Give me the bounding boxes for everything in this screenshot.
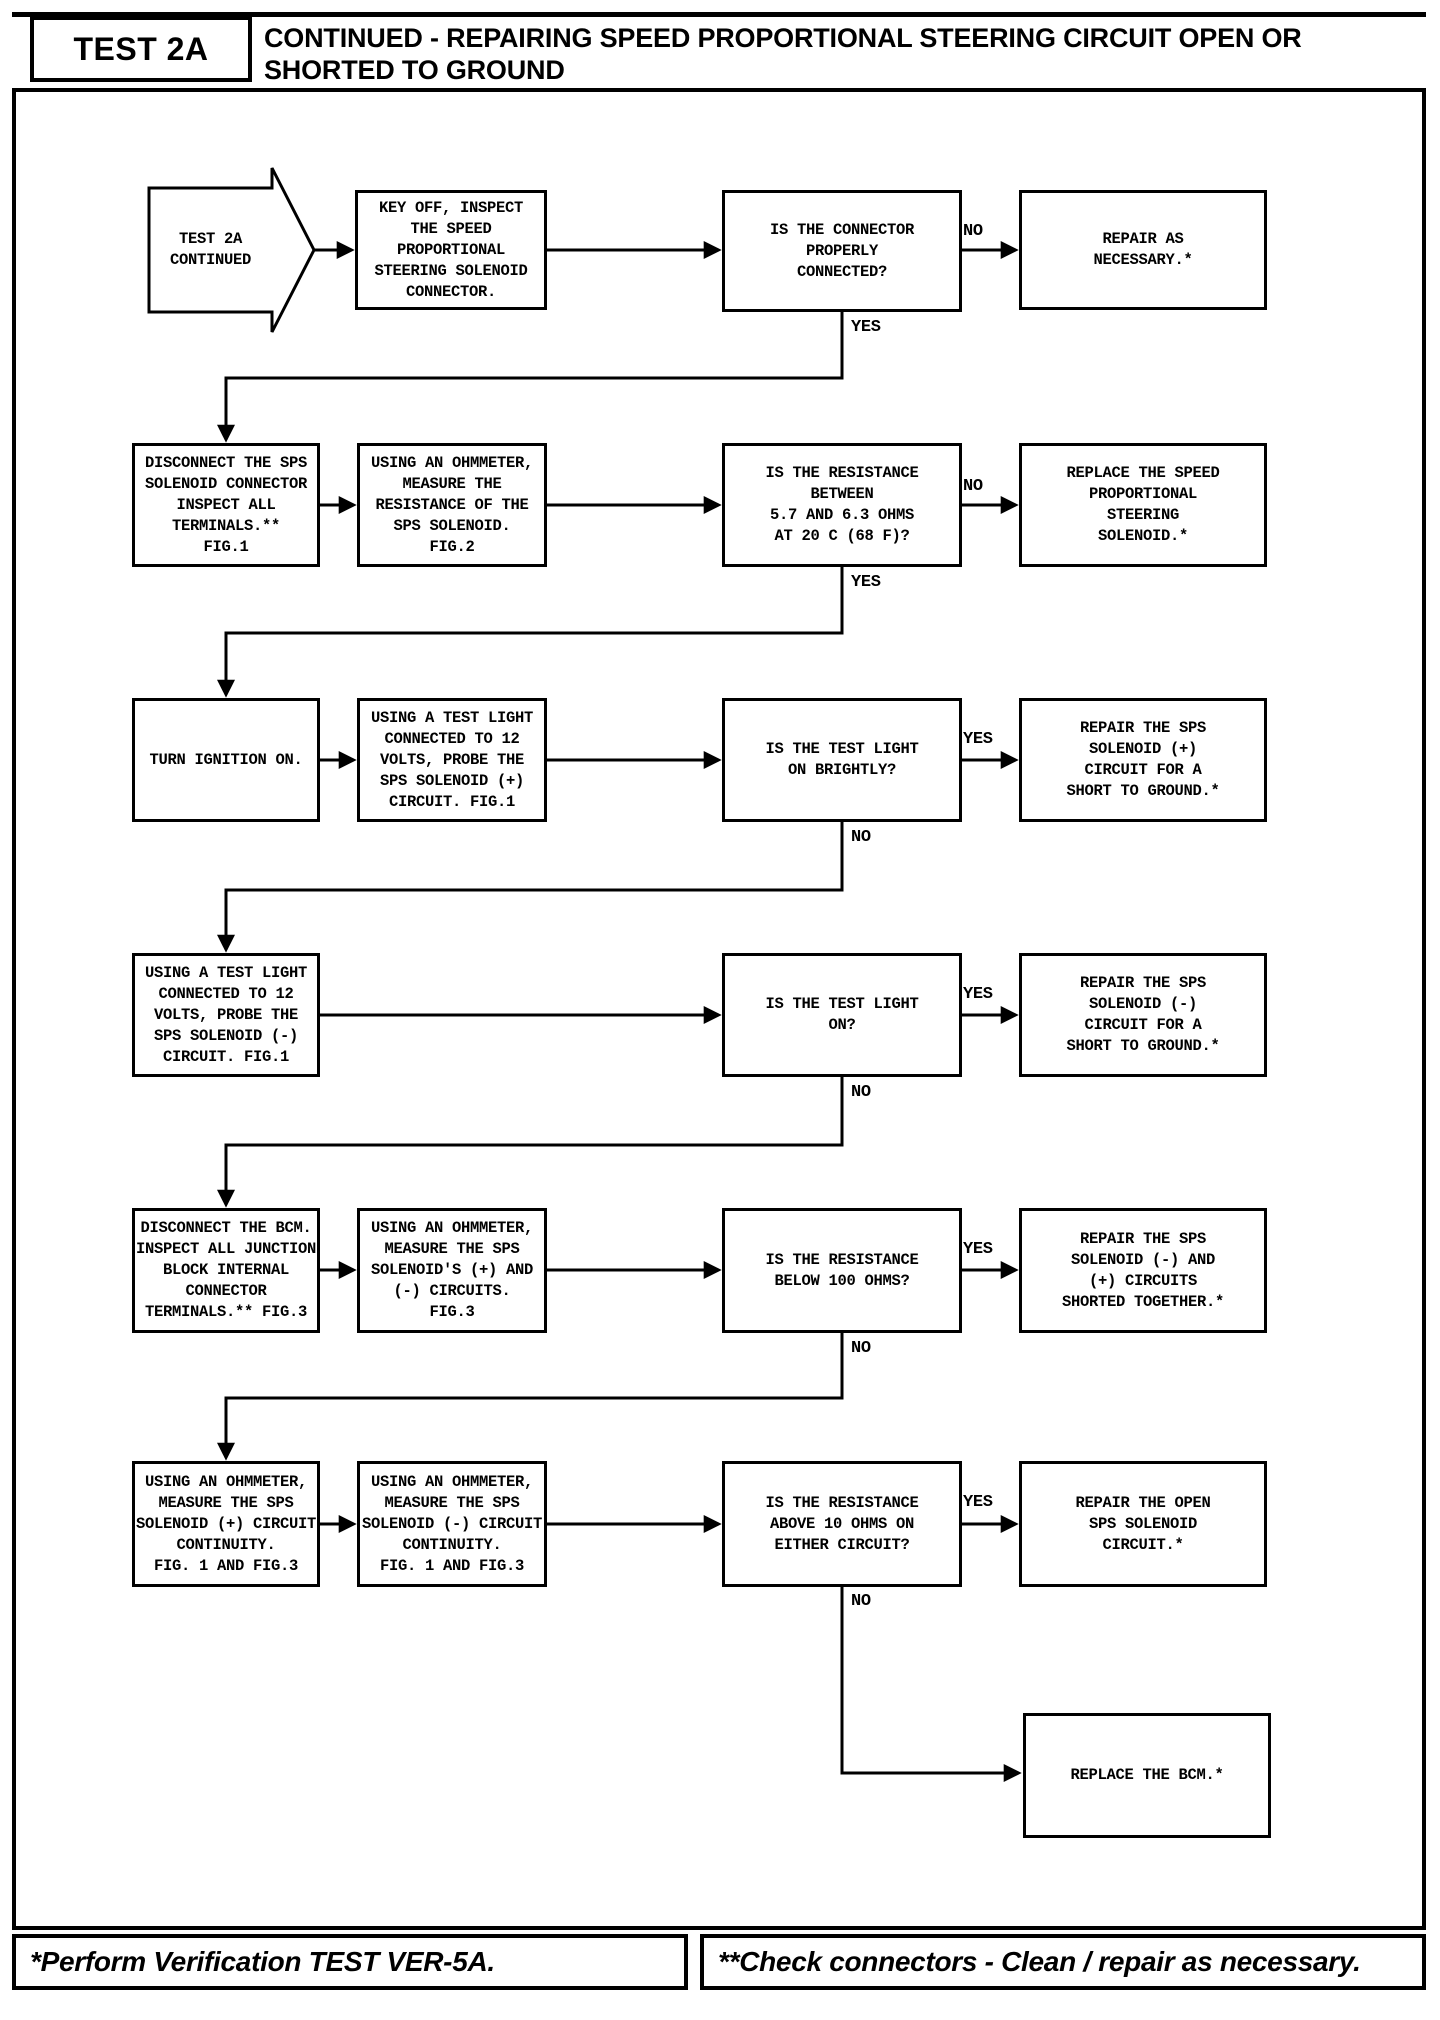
edge-label-no: NO: [963, 477, 983, 496]
edge-label-yes: YES: [851, 573, 881, 592]
footnote-connectors-text: **Check connectors - Clean / repair as n…: [718, 1946, 1361, 1977]
flow-node-replace-bcm: REPLACE THE BCM.*: [1023, 1713, 1271, 1838]
flow-node-disconnect-bcm: DISCONNECT THE BCM. INSPECT ALL JUNCTION…: [132, 1208, 320, 1333]
test-id-box: TEST 2A: [30, 16, 252, 82]
flow-node-text: IS THE RESISTANCE BETWEEN 5.7 AND 6.3 OH…: [765, 464, 919, 545]
flow-node-q-below-100-ohms: IS THE RESISTANCE BELOW 100 OHMS?: [722, 1208, 962, 1333]
flow-node-disconnect-sps: DISCONNECT THE SPS SOLENOID CONNECTOR IN…: [132, 443, 320, 567]
flow-node-text: REPAIR AS NECESSARY.*: [1093, 230, 1193, 269]
flow-node-probe-plus-circuit: USING A TEST LIGHT CONNECTED TO 12 VOLTS…: [357, 698, 547, 822]
flow-connector: [217, 822, 844, 953]
flow-node-text: IS THE RESISTANCE ABOVE 10 OHMS ON EITHE…: [765, 1493, 919, 1554]
flow-node-q-resistance-range: IS THE RESISTANCE BETWEEN 5.7 AND 6.3 OH…: [722, 443, 962, 567]
flow-node-repair-open-circuit: REPAIR THE OPEN SPS SOLENOID CIRCUIT.*: [1019, 1461, 1267, 1587]
edge-label-yes: YES: [851, 318, 881, 337]
flow-node-text: KEY OFF, INSPECT THE SPEED PROPORTIONAL …: [374, 198, 528, 301]
flow-node-text: DISCONNECT THE SPS SOLENOID CONNECTOR IN…: [144, 453, 308, 556]
flow-node-text: USING A TEST LIGHT CONNECTED TO 12 VOLTS…: [370, 708, 534, 811]
edge-label-no: NO: [851, 1083, 871, 1102]
flow-node-text: USING AN OHMMETER, MEASURE THE SPS SOLEN…: [361, 1472, 543, 1575]
flow-node-q-connector-connected: IS THE CONNECTOR PROPERLY CONNECTED?: [722, 190, 962, 312]
flow-node-text: REPAIR THE SPS SOLENOID (-) CIRCUIT FOR …: [1066, 974, 1220, 1055]
edge-label-no: NO: [851, 1339, 871, 1358]
edge-label-no: NO: [851, 1592, 871, 1611]
flow-node-text: IS THE TEST LIGHT ON?: [765, 995, 919, 1034]
edge-label-no: NO: [963, 222, 983, 241]
flow-node-repair-minus-short: REPAIR THE SPS SOLENOID (-) CIRCUIT FOR …: [1019, 953, 1267, 1077]
flow-connector: [217, 1077, 844, 1208]
flow-node-continuity-minus: USING AN OHMMETER, MEASURE THE SPS SOLEN…: [357, 1461, 547, 1587]
flow-connector: [840, 1587, 1022, 1782]
footnote-connectors: **Check connectors - Clean / repair as n…: [700, 1934, 1426, 1990]
flow-node-inspect-connector: KEY OFF, INSPECT THE SPEED PROPORTIONAL …: [355, 190, 547, 310]
footnote-verification: *Perform Verification TEST VER-5A.: [12, 1934, 688, 1990]
edge-label-yes: YES: [963, 730, 993, 749]
flow-node-text: USING AN OHMMETER, MEASURE THE SPS SOLEN…: [135, 1472, 317, 1575]
flow-node-text: USING A TEST LIGHT CONNECTED TO 12 VOLTS…: [144, 963, 308, 1066]
flow-node-turn-ignition-on: TURN IGNITION ON.: [132, 698, 320, 822]
flow-node-text: IS THE TEST LIGHT ON BRIGHTLY?: [765, 740, 919, 779]
flow-node-text: IS THE CONNECTOR PROPERLY CONNECTED?: [769, 220, 915, 281]
flow-node-text: REPAIR THE SPS SOLENOID (-) AND (+) CIRC…: [1061, 1229, 1225, 1311]
flow-node-text: TURN IGNITION ON.: [149, 750, 303, 769]
flow-node-text: TEST 2A CONTINUED: [169, 230, 251, 269]
flow-node-text: REPLACE THE BCM.*: [1070, 1766, 1224, 1784]
flow-node-text: REPAIR THE OPEN SPS SOLENOID CIRCUIT.*: [1075, 1493, 1211, 1554]
edge-label-no: NO: [851, 828, 871, 847]
flow-node-text: REPLACE THE SPEED PROPORTIONAL STEERING …: [1066, 464, 1220, 545]
flow-node-text: USING AN OHMMETER, MEASURE THE RESISTANC…: [370, 453, 534, 556]
flow-connector: [217, 567, 844, 698]
flow-connector: [217, 312, 844, 443]
page-title: CONTINUED - REPAIRING SPEED PROPORTIONAL…: [264, 23, 1302, 85]
flow-node-replace-solenoid: REPLACE THE SPEED PROPORTIONAL STEERING …: [1019, 443, 1267, 567]
start-pointer-shape: [147, 167, 316, 333]
footnote-verification-text: *Perform Verification TEST VER-5A.: [30, 1946, 495, 1977]
flow-connector: [217, 1333, 844, 1461]
edge-label-yes: YES: [963, 1493, 993, 1512]
flow-node-repair-plus-short: REPAIR THE SPS SOLENOID (+) CIRCUIT FOR …: [1019, 698, 1267, 822]
edge-label-yes: YES: [963, 1240, 993, 1259]
flow-node-continuity-plus: USING AN OHMMETER, MEASURE THE SPS SOLEN…: [132, 1461, 320, 1587]
flow-node-text: USING AN OHMMETER, MEASURE THE SPS SOLEN…: [370, 1219, 534, 1321]
flow-node-measure-resistance: USING AN OHMMETER, MEASURE THE RESISTANC…: [357, 443, 547, 567]
flow-node-text: IS THE RESISTANCE BELOW 100 OHMS?: [765, 1250, 919, 1290]
flow-node-q-above-10-ohms: IS THE RESISTANCE ABOVE 10 OHMS ON EITHE…: [722, 1461, 962, 1587]
flow-node-q-light-brightly: IS THE TEST LIGHT ON BRIGHTLY?: [722, 698, 962, 822]
flow-node-start: TEST 2A CONTINUED: [149, 188, 272, 312]
header-top-rule: [12, 12, 1426, 17]
flowchart-frame: [12, 88, 1426, 1930]
flow-node-q-light-on: IS THE TEST LIGHT ON?: [722, 953, 962, 1077]
flow-node-repair-shorted-together: REPAIR THE SPS SOLENOID (-) AND (+) CIRC…: [1019, 1208, 1267, 1333]
edge-label-yes: YES: [963, 985, 993, 1004]
flow-node-probe-minus-circuit: USING A TEST LIGHT CONNECTED TO 12 VOLTS…: [132, 953, 320, 1077]
flow-node-repair-as-necessary: REPAIR AS NECESSARY.*: [1019, 190, 1267, 310]
test-id-label: TEST 2A: [73, 30, 209, 67]
flow-node-measure-both-circuits: USING AN OHMMETER, MEASURE THE SPS SOLEN…: [357, 1208, 547, 1333]
flow-node-text: REPAIR THE SPS SOLENOID (+) CIRCUIT FOR …: [1066, 719, 1220, 800]
flow-node-text: DISCONNECT THE BCM. INSPECT ALL JUNCTION…: [135, 1219, 317, 1321]
